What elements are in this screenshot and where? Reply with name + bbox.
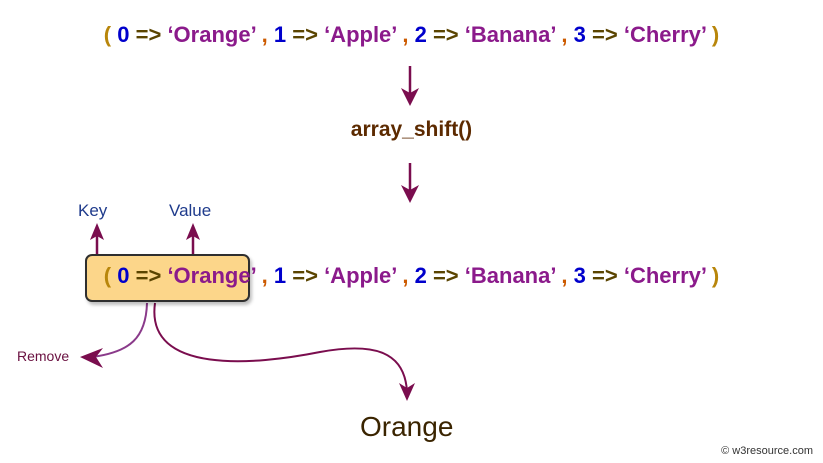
first-element-highlight <box>85 254 250 302</box>
bottom-array-item-value: ‘Orange’ <box>167 263 256 288</box>
bottom-array-item-value: ‘Banana’ <box>464 263 556 288</box>
bottom-array-item-value: ‘Apple’ <box>324 263 397 288</box>
remove-label: Remove <box>17 348 70 364</box>
bottom-array-item-key: 1 <box>273 263 287 288</box>
function-name: array_shift() <box>350 118 473 141</box>
top-array-close-paren: ) <box>711 22 720 47</box>
bottom-array-item-arrow: => <box>292 263 318 288</box>
top-array-item-arrow: => <box>432 22 459 47</box>
bottom-array-close-paren: ) <box>711 263 720 288</box>
top-array-item-arrow: => <box>135 22 162 47</box>
top-array-item-arrow: => <box>292 22 318 47</box>
value-label: Value <box>169 201 212 220</box>
bottom-array-item-value: ‘Cherry’ <box>623 263 706 288</box>
shifted-array: ( 0 => ‘Orange’ , 1 => ‘Apple’ , 2 => ‘B… <box>0 263 823 289</box>
key-arrow-head <box>90 223 104 240</box>
value-arrow-head <box>186 223 200 240</box>
result-curve <box>153 302 408 393</box>
remove-arrow-head <box>80 348 103 368</box>
bottom-array-item-key: 2 <box>414 263 427 288</box>
top-array-comma: , <box>261 22 268 47</box>
top-array-item-value: ‘Apple’ <box>324 22 397 47</box>
top-array-item-key: 2 <box>414 22 427 47</box>
down-arrow-head-1 <box>401 88 419 106</box>
top-array-item-arrow: => <box>592 22 618 47</box>
top-array-item-key: 0 <box>117 22 130 47</box>
bottom-array-open-paren: ( <box>103 263 112 288</box>
original-array: ( 0 => ‘Orange’ , 1 => ‘Apple’ , 2 => ‘B… <box>0 22 823 48</box>
bottom-array-item-arrow: => <box>135 263 162 288</box>
top-array-comma: , <box>561 22 568 47</box>
result-arrow-head <box>399 383 415 401</box>
bottom-array-item-arrow: => <box>592 263 618 288</box>
bottom-array-comma: , <box>261 263 268 288</box>
top-array-item-key: 3 <box>573 22 586 47</box>
top-array-open-paren: ( <box>103 22 112 47</box>
key-label: Key <box>78 201 108 220</box>
top-array-item-value: ‘Orange’ <box>167 22 256 47</box>
top-array-item-value: ‘Cherry’ <box>623 22 706 47</box>
bottom-array-comma: , <box>402 263 409 288</box>
down-arrow-head-2 <box>401 185 419 203</box>
bottom-array-item-arrow: => <box>432 263 459 288</box>
top-array-item-value: ‘Banana’ <box>464 22 556 47</box>
top-array-item-key: 1 <box>273 22 287 47</box>
footer-credit: © w3resource.com <box>721 445 813 457</box>
bottom-array-item-key: 0 <box>117 263 130 288</box>
bottom-array-item-key: 3 <box>573 263 586 288</box>
top-array-comma: , <box>402 22 409 47</box>
shifted-value-result: Orange <box>360 411 454 442</box>
remove-curve <box>91 302 148 358</box>
bottom-array-comma: , <box>561 263 568 288</box>
